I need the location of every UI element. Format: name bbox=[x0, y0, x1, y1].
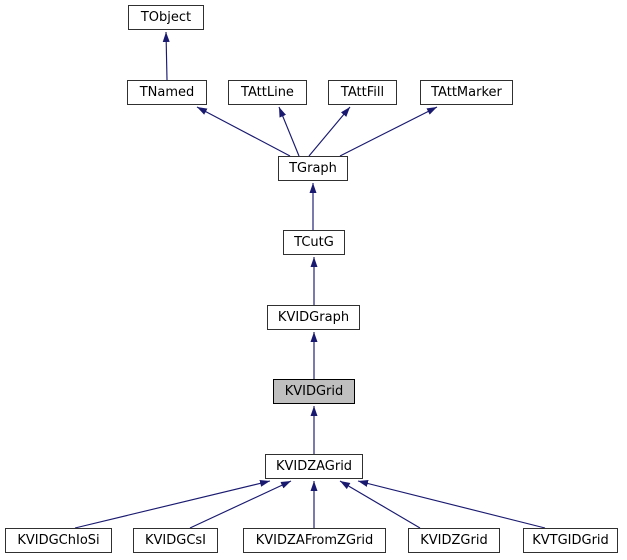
edge-kvtgidgrid-kvidzagrid bbox=[357, 480, 546, 529]
class-node-kvidgchiosi[interactable]: KVIDGChIoSi bbox=[5, 528, 112, 553]
class-node-tattmarker[interactable]: TAttMarker bbox=[420, 80, 513, 105]
edge-kvidgchiosi-kvidzagrid bbox=[74, 479, 271, 529]
class-node-kvidzagrid[interactable]: KVIDZAGrid bbox=[265, 454, 363, 479]
class-node-kvidgcsi[interactable]: KVIDGCsI bbox=[133, 528, 218, 553]
class-node-tattline[interactable]: TAttLine bbox=[228, 80, 307, 105]
class-node-tobject[interactable]: TObject bbox=[128, 5, 204, 30]
class-node-kvidzafromzgrid[interactable]: KVIDZAFromZGrid bbox=[243, 528, 386, 553]
class-node-kvtgidgrid[interactable]: KVTGIDGrid bbox=[523, 528, 618, 553]
edge-tgraph-tnamed bbox=[196, 106, 291, 157]
class-node-kvidgrid-current: KVIDGrid bbox=[273, 379, 355, 404]
class-node-tattfill[interactable]: TAttFill bbox=[328, 80, 397, 105]
edge-kvidzgrid-kvidzagrid bbox=[339, 480, 421, 529]
edge-tgraph-tattline bbox=[278, 106, 300, 157]
class-node-tnamed[interactable]: TNamed bbox=[127, 80, 207, 105]
class-node-kvidzgrid[interactable]: KVIDZGrid bbox=[408, 528, 500, 553]
class-node-tgraph[interactable]: TGraph bbox=[278, 156, 348, 181]
edge-tnamed-tobject bbox=[162, 31, 170, 81]
edge-tgraph-tattmarker bbox=[339, 106, 438, 157]
edge-kvidgcsi-kvidzagrid bbox=[189, 480, 292, 529]
class-node-tcutg[interactable]: TCutG bbox=[283, 230, 345, 255]
edge-tgraph-tattfill bbox=[308, 106, 351, 157]
class-node-kvidgraph[interactable]: KVIDGraph bbox=[267, 305, 360, 330]
